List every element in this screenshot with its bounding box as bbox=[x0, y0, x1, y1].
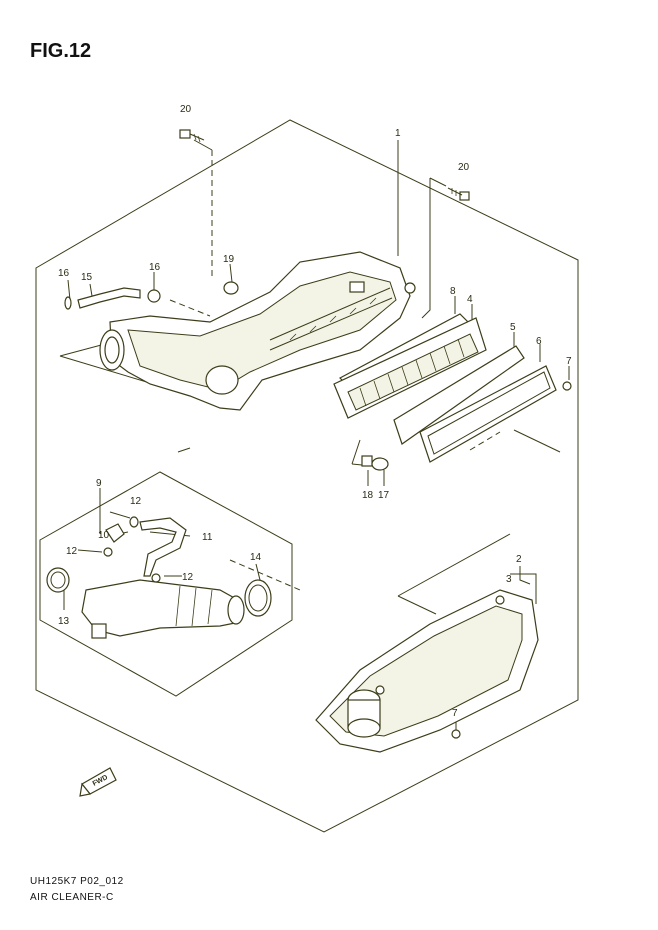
fwd-arrow-icon: FWD bbox=[79, 767, 117, 797]
callout-6: 6 bbox=[536, 336, 542, 347]
grommet-19 bbox=[223, 281, 239, 295]
clip-12-a bbox=[129, 516, 139, 528]
callout-2: 2 bbox=[516, 554, 522, 565]
callout-labels: 1 20 20 19 16 15 16 8 4 5 6 7 18 17 9 12… bbox=[58, 104, 572, 719]
callout-7-lower: 7 bbox=[452, 708, 458, 719]
callout-7-upper: 7 bbox=[566, 356, 572, 367]
figure-code: UH125K7 P02_012 bbox=[30, 876, 124, 887]
air-cleaner-case-lower bbox=[315, 589, 539, 753]
drain-cap-17 bbox=[371, 457, 389, 471]
callout-20-upper: 20 bbox=[180, 104, 192, 115]
clip-12-b bbox=[103, 547, 113, 557]
filter-element-4 bbox=[333, 317, 487, 419]
screw-7-upper bbox=[562, 381, 572, 391]
callout-8: 8 bbox=[450, 286, 456, 297]
callout-9: 9 bbox=[96, 478, 102, 489]
hose-11 bbox=[139, 517, 187, 577]
callout-12-a: 12 bbox=[130, 496, 142, 507]
callout-14: 14 bbox=[250, 552, 262, 563]
callout-4: 4 bbox=[467, 294, 473, 305]
cover-6 bbox=[419, 365, 557, 463]
callout-20-right: 20 bbox=[458, 162, 470, 173]
callout-11: 11 bbox=[202, 532, 213, 543]
air-cleaner-case-upper bbox=[99, 251, 416, 411]
hose-15 bbox=[77, 287, 141, 309]
callout-13: 13 bbox=[58, 616, 70, 627]
screw-7-lower bbox=[451, 729, 461, 739]
callout-16-left: 16 bbox=[58, 268, 70, 279]
assembly-frame bbox=[35, 119, 579, 833]
callout-1: 1 bbox=[395, 128, 401, 139]
inlet-duct-9 bbox=[81, 579, 245, 639]
callout-12-c: 12 bbox=[182, 572, 194, 583]
figure-name: AIR CLEANER-C bbox=[30, 892, 114, 903]
callout-17: 17 bbox=[378, 490, 390, 501]
drain-18 bbox=[361, 455, 373, 467]
callout-3: 3 bbox=[506, 574, 512, 585]
hose-clamp-14 bbox=[244, 579, 272, 617]
clip-16-left bbox=[64, 296, 72, 310]
callout-5: 5 bbox=[510, 322, 516, 333]
callout-15: 15 bbox=[81, 272, 93, 283]
bolt-20-upper bbox=[179, 129, 205, 143]
plate-5 bbox=[393, 345, 525, 445]
inlet-hose-group-frame bbox=[39, 471, 293, 697]
hose-clamp-13 bbox=[46, 567, 70, 593]
clip-12-c bbox=[151, 573, 161, 583]
joint-10 bbox=[105, 523, 125, 543]
bolt-20-right bbox=[447, 187, 470, 201]
leader-lines bbox=[59, 139, 570, 730]
clip-16-right bbox=[147, 289, 161, 303]
callout-16-right: 16 bbox=[149, 262, 161, 273]
callout-19: 19 bbox=[223, 254, 235, 265]
figure-title: FIG.12 bbox=[30, 40, 92, 62]
callout-18: 18 bbox=[362, 490, 374, 501]
callout-12-b: 12 bbox=[66, 546, 78, 557]
callout-10: 10 bbox=[98, 530, 110, 541]
